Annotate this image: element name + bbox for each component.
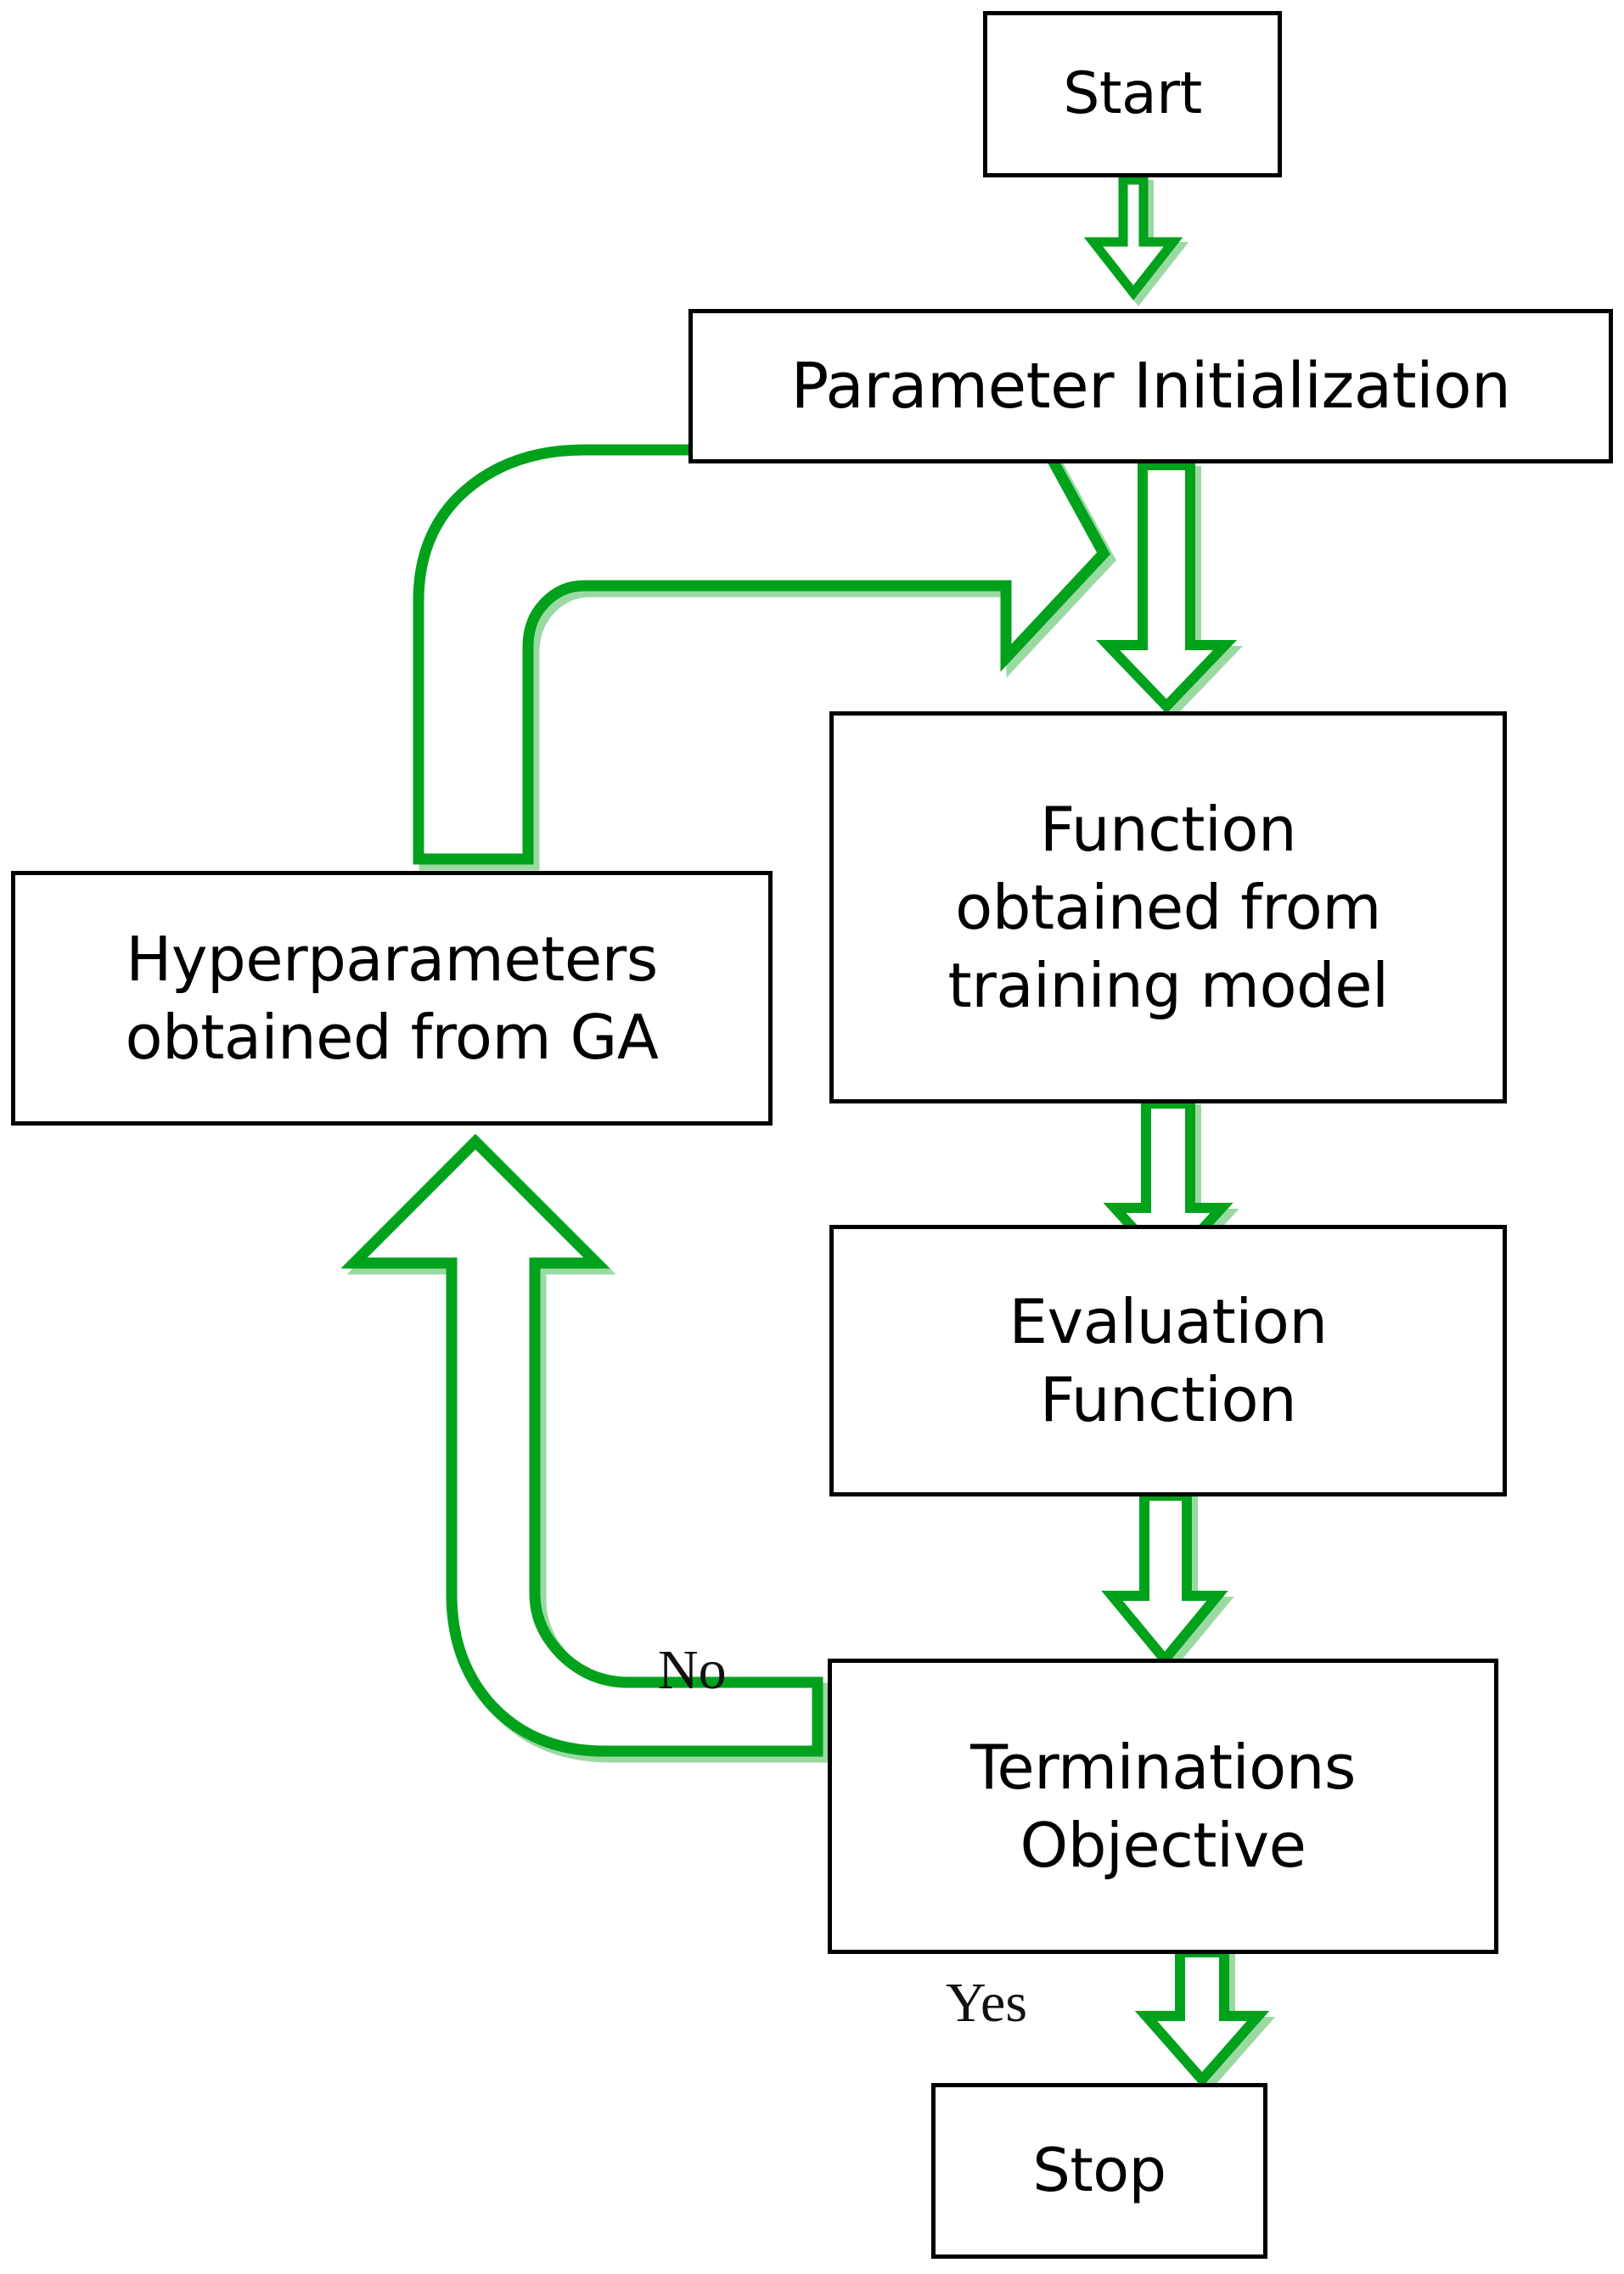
node-evaluation-function[interactable]: Evaluation Function — [829, 1225, 1507, 1496]
arrow-param-init-to-function — [1095, 460, 1244, 720]
node-function-training-model[interactable]: Function obtained from training model — [829, 711, 1507, 1103]
arrow-evaluation-to-termination — [1101, 1491, 1234, 1674]
node-stop-label: Stop — [1032, 2135, 1166, 2205]
node-hyperparameters[interactable]: Hyperparameters obtained from GA — [11, 871, 773, 1126]
arrow-termination-to-hyperparams-no — [340, 1133, 829, 1763]
arrow-termination-to-stop — [1134, 1947, 1276, 2094]
node-evaluation-function-label: Evaluation Function — [1009, 1285, 1328, 1435]
node-start[interactable]: Start — [983, 11, 1282, 177]
node-terminations-objective-label: Terminations Objective — [970, 1731, 1356, 1881]
node-hyperparameters-label: Hyperparameters obtained from GA — [125, 923, 659, 1073]
node-function-training-model-label: Function obtained from training model — [947, 793, 1389, 1022]
node-terminations-objective[interactable]: Terminations Objective — [828, 1659, 1498, 1954]
arrow-start-to-param-init — [1083, 175, 1189, 306]
edge-label-no: No — [658, 1639, 727, 1701]
arrow-hyperparams-to-param-init — [413, 372, 1116, 871]
edge-label-yes: Yes — [946, 1972, 1028, 2034]
node-stop[interactable]: Stop — [931, 2083, 1267, 2259]
node-start-label: Start — [1063, 60, 1202, 128]
node-parameter-initialization-label: Parameter Initialization — [790, 349, 1511, 423]
node-parameter-initialization[interactable]: Parameter Initialization — [688, 309, 1613, 463]
